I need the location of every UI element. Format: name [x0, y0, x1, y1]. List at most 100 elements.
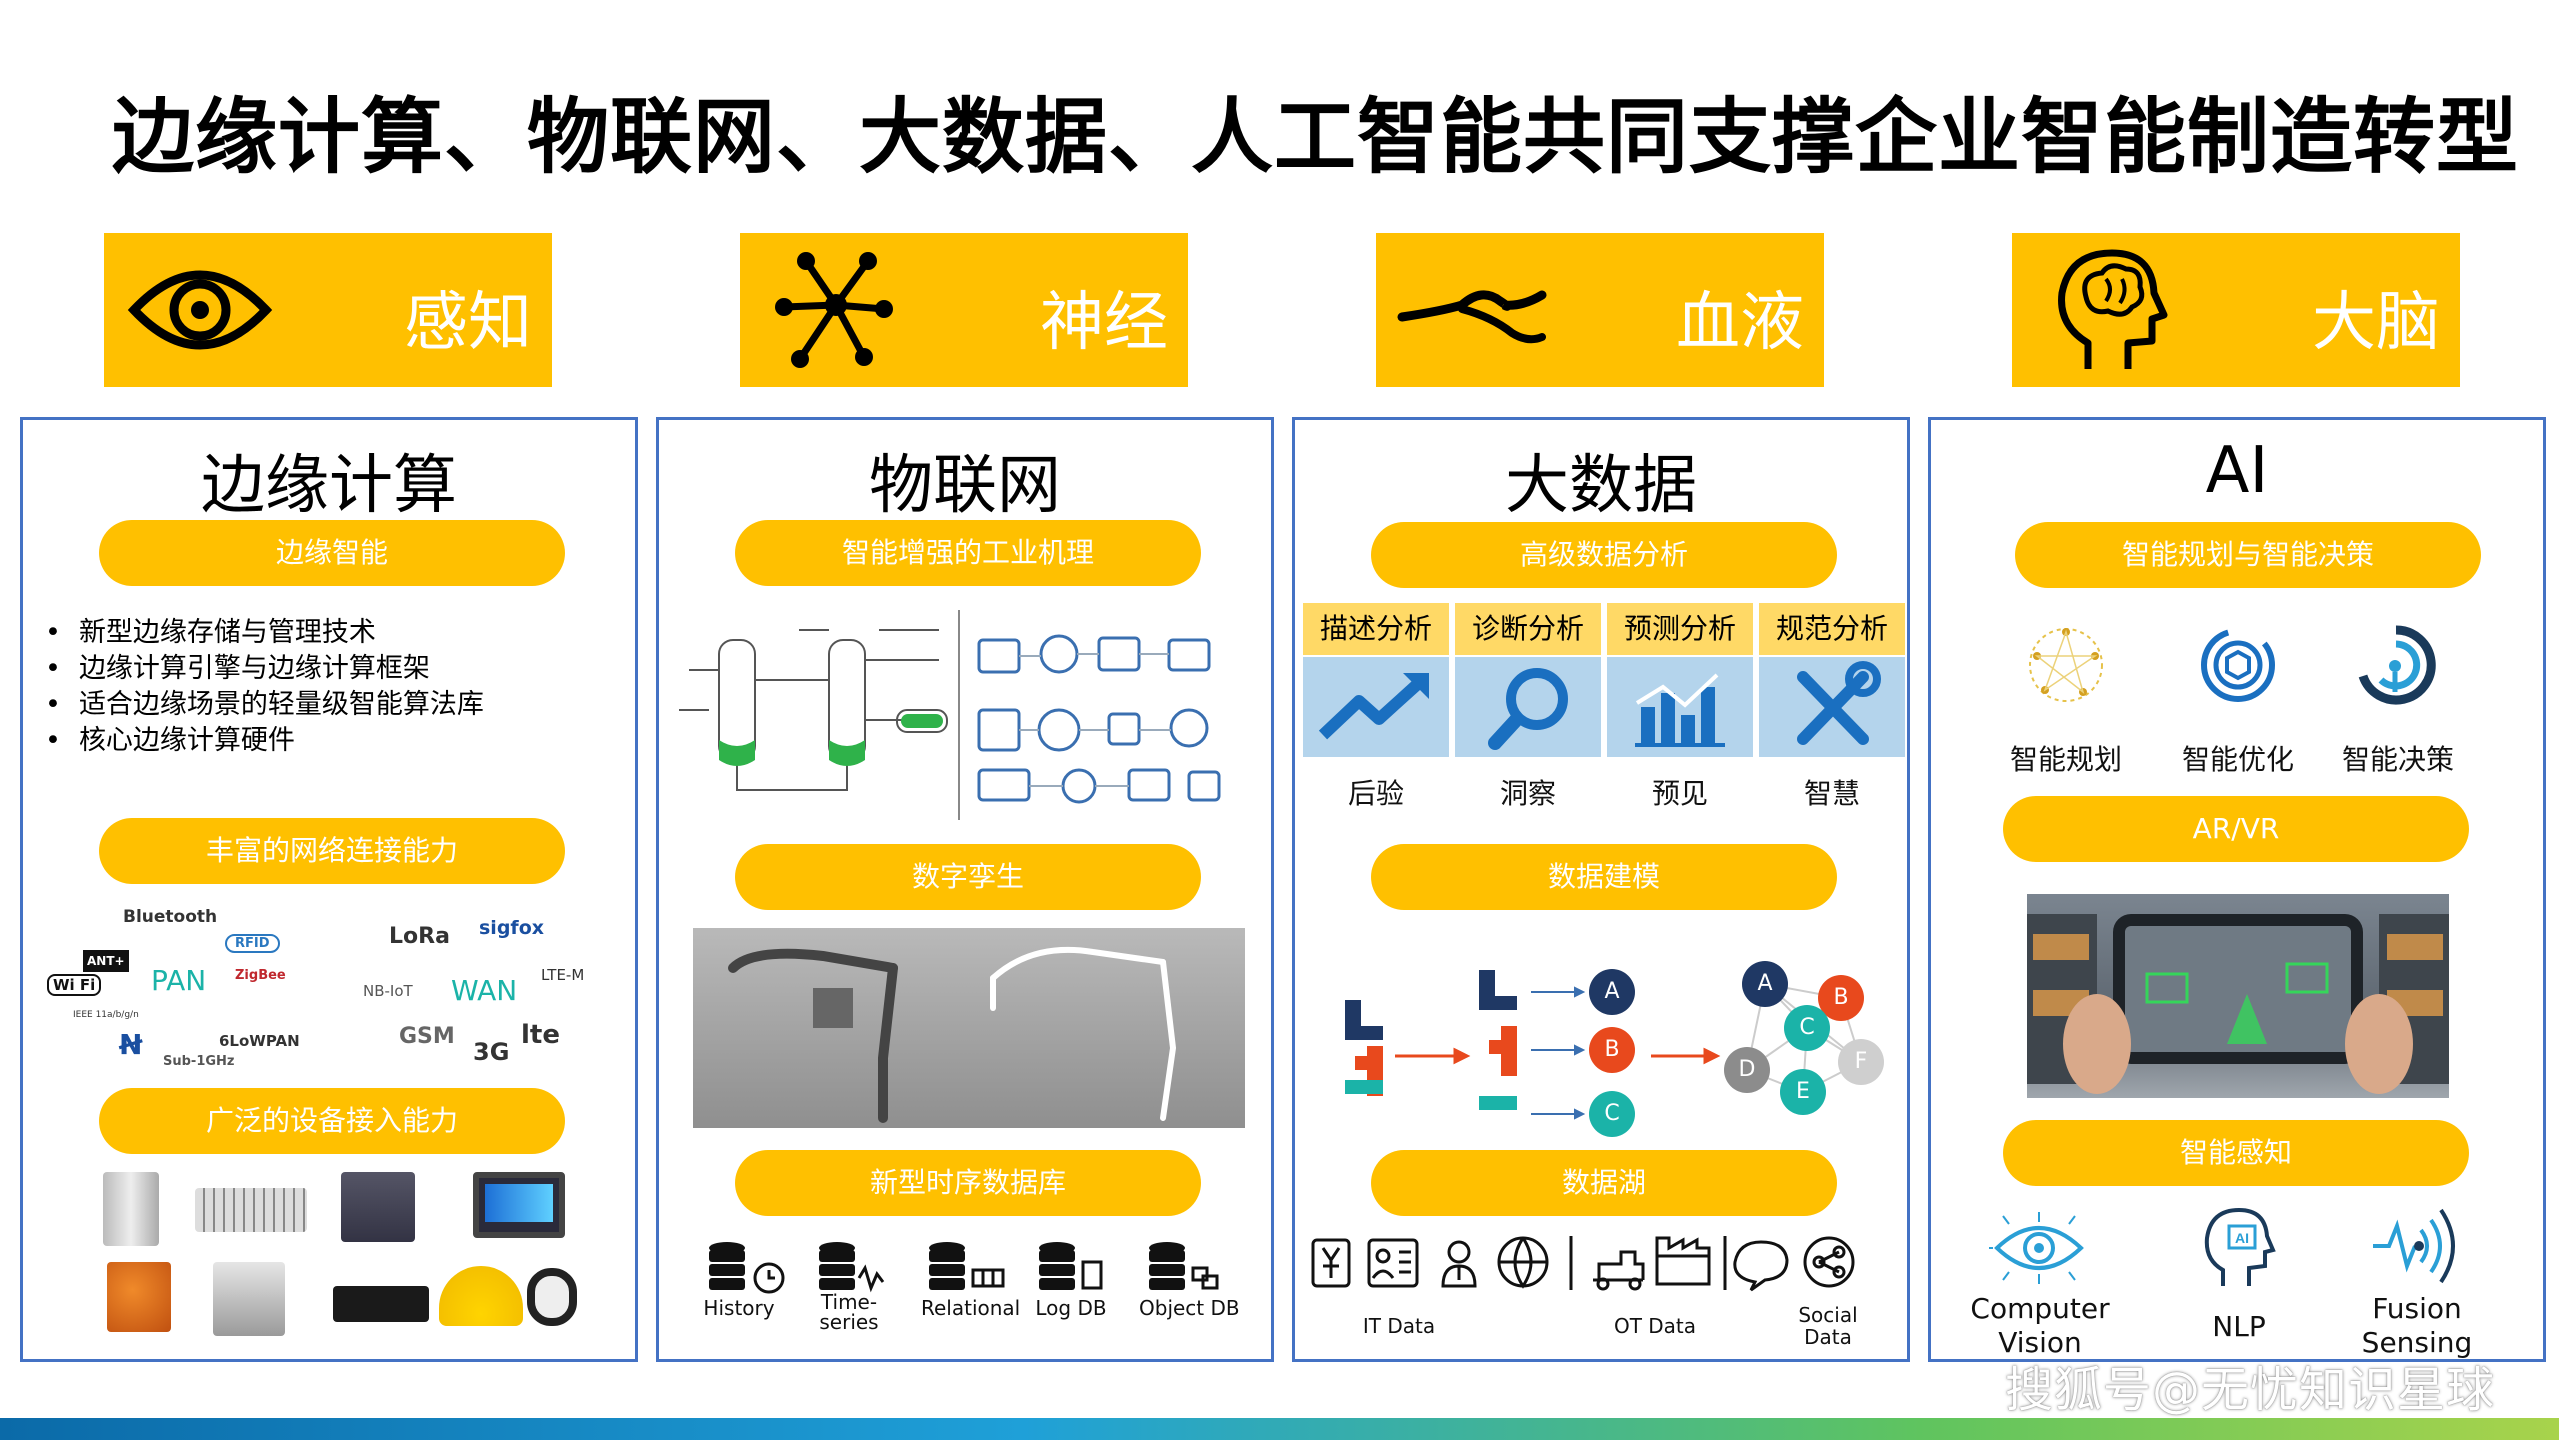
- db-label: Relational: [921, 1296, 1021, 1320]
- device-hmi-screen-image: [473, 1172, 565, 1238]
- planning-item-label: 智能规划: [2009, 743, 2122, 776]
- wan-label: WAN: [451, 974, 518, 1007]
- computer-vision-icon: [1989, 1212, 2084, 1284]
- node-a: A: [1589, 969, 1635, 1015]
- analysis-icon-cell: [1455, 657, 1601, 757]
- source-label: IT Data: [1362, 1314, 1436, 1338]
- list-item: 新型边缘存储与管理技术: [45, 615, 484, 651]
- device-controller-image: [341, 1172, 415, 1242]
- ant-logo: ANT+: [83, 950, 129, 972]
- ltem-logo: LTE-M: [541, 966, 585, 984]
- pill-perception: 智能感知: [2003, 1120, 2469, 1186]
- planning-item-label: 智能优化: [2181, 743, 2294, 776]
- db-label: Time-series: [819, 1290, 879, 1334]
- pill-data-modeling: 数据建模: [1371, 844, 1837, 910]
- lowpan-logo: 6LoWPAN: [219, 1032, 300, 1050]
- trend-up-icon: [1318, 673, 1429, 740]
- bottom-gradient-bar: [0, 1418, 2559, 1440]
- stream-icon: [1397, 290, 1547, 344]
- digital-twin-robot-image: [693, 928, 1245, 1128]
- optimization-icon: [2201, 628, 2275, 702]
- page-title: 边缘计算、物联网、大数据、人工智能共同支撑企业智能制造转型: [112, 90, 2520, 185]
- node-b: B: [1589, 1027, 1635, 1073]
- pill-edge-intelligence: 边缘智能: [99, 520, 565, 586]
- header-label: 血液: [1676, 286, 1804, 360]
- gsm-logo: GSM: [399, 1024, 455, 1049]
- 3g-logo: 3G: [473, 1038, 510, 1066]
- lora-logo: LoRa: [389, 924, 450, 949]
- bluetooth-logo: Bluetooth: [123, 907, 218, 927]
- zigbee-logo: ZigBee: [235, 968, 286, 983]
- pill-arvr: AR/VR: [2003, 796, 2469, 862]
- header-brain: 大脑: [2012, 233, 2460, 387]
- panel-iot: 物联网 智能增强的工业机理 数字孪生: [656, 417, 1274, 1362]
- analysis-result: 洞察: [1499, 777, 1556, 810]
- device-cnc-machine-image: [213, 1262, 285, 1336]
- nlp-head-icon: AI: [2204, 1207, 2276, 1286]
- analysis-name: 规范分析: [1759, 603, 1905, 655]
- sub1ghz-logo: Sub-1GHz: [163, 1054, 235, 1069]
- ieee-logo: IEEE 11a/b/g/n: [73, 1010, 139, 1020]
- perception-item-label: NLP: [2212, 1310, 2266, 1343]
- list-item: 核心边缘计算硬件: [45, 723, 484, 759]
- panel-title: 物联网: [869, 449, 1061, 523]
- planning-item-label: 智能决策: [2341, 743, 2454, 776]
- magnifier-icon: [1488, 668, 1568, 750]
- analysis-name: 诊断分析: [1455, 603, 1601, 655]
- network-node-icon: [775, 252, 893, 368]
- perception-item-label: Computer Vision: [1970, 1292, 2110, 1359]
- db-label: Log DB: [1035, 1296, 1107, 1320]
- pill-data-lake: 数据湖: [1371, 1150, 1837, 1216]
- device-plc-rack-image: [195, 1188, 307, 1232]
- source-label: OT Data: [1613, 1314, 1697, 1338]
- bar-chart-icon: [1635, 673, 1725, 747]
- nbiot-logo: NB-IoT: [363, 982, 413, 1000]
- header-label: 感知: [404, 286, 532, 360]
- planning-icon: [2029, 628, 2103, 702]
- db-label: Object DB: [1139, 1296, 1240, 1320]
- analysis-icon-cell: [1759, 657, 1905, 757]
- database-icons: [709, 1242, 1219, 1294]
- db-label: History: [703, 1296, 775, 1320]
- pill-planning-decision: 智能规划与智能决策: [2015, 522, 2481, 588]
- panel-bigdata: 大数据 高级数据分析 描述分析 诊断分析 预测分析 规范分析 后验 洞察 预见 …: [1292, 417, 1910, 1362]
- header-label: 大脑: [2312, 286, 2440, 360]
- tools-icon: [1797, 661, 1881, 745]
- pill-digital-twin: 数字孪生: [735, 844, 1201, 910]
- analysis-name: 预测分析: [1607, 603, 1753, 655]
- process-diagram-illustration: [679, 610, 1221, 820]
- rfid-logo: RFID: [225, 934, 280, 953]
- device-gateway-image: [333, 1286, 429, 1322]
- brain-head-icon: [2058, 249, 2168, 369]
- panel-title: AI: [2205, 434, 2269, 508]
- watermark: 搜狐号@无忧知识星球: [2004, 1362, 2495, 1418]
- perception-item-label: Fusion Sensing: [2361, 1292, 2473, 1359]
- panel-title: 大数据: [1505, 449, 1697, 523]
- source-label: Social Data: [1798, 1303, 1858, 1349]
- analysis-result: 预见: [1651, 777, 1708, 810]
- analysis-name: 描述分析: [1303, 603, 1449, 655]
- analysis-result: 智慧: [1803, 777, 1860, 810]
- header-blood: 血液: [1376, 233, 1824, 387]
- svg-text:AI: AI: [2235, 1230, 2249, 1246]
- node-f: F: [1838, 1039, 1884, 1085]
- device-cabinet-image: [103, 1172, 159, 1246]
- header-label: 神经: [1040, 286, 1168, 360]
- analysis-icon-cell: [1303, 657, 1449, 757]
- panel-ai: AI 智能规划与智能决策 智能规划 智能优化 智能决策 AR/VR 智能感知: [1928, 417, 2546, 1362]
- lte-logo: lte: [521, 1020, 560, 1050]
- analysis-icon-cell: [1607, 657, 1753, 757]
- pill-devices: 广泛的设备接入能力: [99, 1088, 565, 1154]
- node-b: B: [1818, 975, 1864, 1021]
- node-c: C: [1784, 1005, 1830, 1051]
- analysis-result: 后验: [1347, 777, 1404, 810]
- device-robot-arm-image: [107, 1262, 171, 1332]
- pill-industrial-mechanism: 智能增强的工业机理: [735, 520, 1201, 586]
- pill-advanced-analysis: 高级数据分析: [1371, 522, 1837, 588]
- decision-icon: [2358, 625, 2436, 705]
- arvr-warehouse-image: [2027, 894, 2449, 1098]
- nfc-logo: Ꞥ: [119, 1028, 143, 1061]
- header-nerve: 神经: [740, 233, 1188, 387]
- node-a: A: [1742, 961, 1788, 1007]
- fusion-sensing-icon: [2373, 1208, 2455, 1284]
